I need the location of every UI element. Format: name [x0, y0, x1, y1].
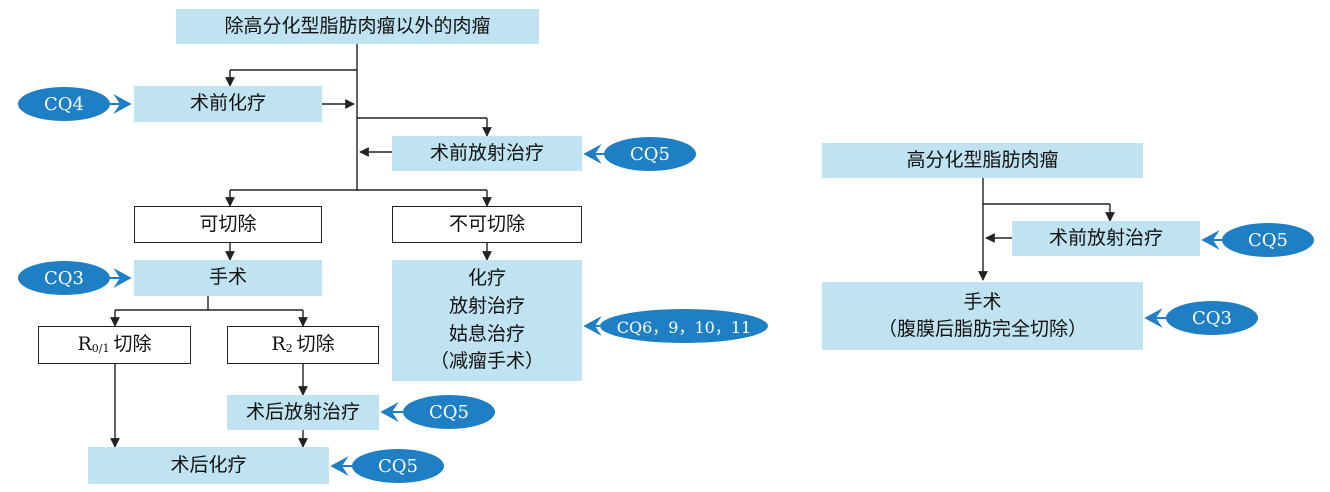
node-label: 切除 — [296, 333, 335, 356]
node-label: 高分化型脂肪肉瘤 — [906, 148, 1059, 171]
node-label: 可切除 — [199, 212, 257, 235]
cq-label: CQ5 — [378, 455, 418, 477]
node-label: 切除 — [113, 333, 152, 356]
cq-badge-surgery: CQ3 — [18, 261, 110, 295]
r-letter: R — [271, 333, 286, 356]
node-label: 术后化疗 — [170, 453, 247, 476]
cq-label: CQ5 — [1248, 229, 1288, 251]
cq-badge-postop-rt: CQ5 — [403, 395, 495, 429]
node-postop-rt: 术后放射治疗 — [227, 395, 379, 430]
node-preop-chemo: 术前化疗 — [134, 86, 322, 122]
node-line-1: 化疗 — [467, 267, 506, 290]
node-surgery: 手术 — [134, 260, 322, 296]
node-right-surgery: 手术 （腹膜后脂肪完全切除） — [822, 282, 1143, 350]
node-right-preop-rt: 术前放射治疗 — [1012, 221, 1200, 256]
node-label: 除高分化型脂肪肉瘤以外的肉瘤 — [224, 14, 491, 37]
cq-label: CQ6，9，10，11 — [616, 318, 752, 337]
node-postop-chemo: 术后化疗 — [88, 447, 329, 484]
cq-badge-right-surgery: CQ3 — [1166, 301, 1258, 335]
node-label: 术前化疗 — [189, 92, 266, 115]
node-resectable: 可切除 — [134, 206, 322, 243]
node-nonsurgical-treatment: 化疗 放射治疗 姑息治疗 （减瘤手术） — [392, 260, 582, 381]
r-subscript: 2 — [285, 342, 293, 356]
node-preop-rt: 术前放射治疗 — [392, 136, 582, 171]
cq-badge-right-preop-rt: CQ5 — [1222, 223, 1314, 257]
r-subscript: 0/1 — [91, 342, 110, 356]
node-line-4: （减瘤手术） — [429, 350, 544, 373]
cq-badge-postop-chemo: CQ5 — [352, 449, 444, 483]
node-label: 术前放射治疗 — [429, 141, 544, 164]
node-line-1: 手术 — [963, 291, 1002, 314]
r-letter: R — [77, 333, 92, 356]
cq-label: CQ4 — [44, 93, 84, 115]
cq-label: CQ3 — [1192, 307, 1232, 329]
cq-label: CQ3 — [44, 267, 84, 289]
node-line-3: 姑息治疗 — [448, 322, 525, 345]
node-label: 不可切除 — [448, 212, 525, 235]
node-label: 术后放射治疗 — [245, 400, 360, 423]
node-non-wd-liposarcoma: 除高分化型脂肪肉瘤以外的肉瘤 — [176, 9, 539, 44]
node-label: 术前放射治疗 — [1048, 226, 1163, 249]
node-line-2: （腹膜后脂肪完全切除） — [877, 318, 1087, 340]
cq-badge-nonsurgical: CQ6，9，10，11 — [600, 309, 768, 343]
node-line-2: 放射治疗 — [448, 294, 525, 317]
cq-badge-preop-chemo: CQ4 — [18, 87, 110, 121]
node-label: 手术 — [208, 266, 247, 289]
cq-label: CQ5 — [630, 143, 670, 165]
cq-badge-preop-rt: CQ5 — [604, 137, 696, 171]
cq-label: CQ5 — [429, 401, 469, 423]
node-unresectable: 不可切除 — [392, 206, 582, 243]
node-wd-liposarcoma: 高分化型脂肪肉瘤 — [822, 143, 1143, 178]
